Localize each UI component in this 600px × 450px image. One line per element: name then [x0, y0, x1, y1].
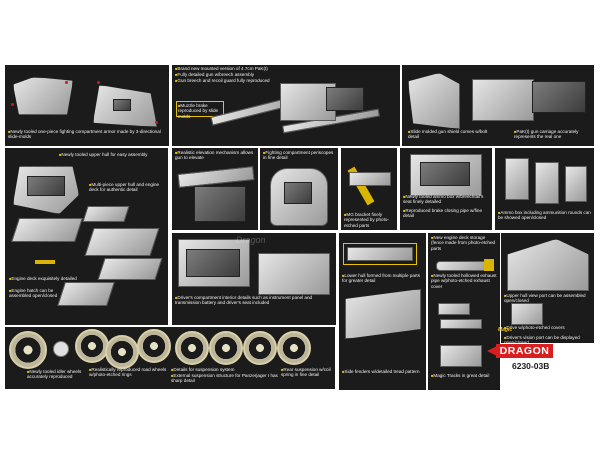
- caption: Ammo box including ammunition rounds can…: [498, 210, 592, 221]
- caption: Details for suspension system: [171, 367, 271, 372]
- panel-driver-compartment: Driver's compartment interior details su…: [172, 233, 336, 325]
- engine-deck-c: [84, 228, 160, 256]
- caption: Muzzle brake reproduced by slide molds: [178, 103, 222, 119]
- panel-elevation: Realistic elevation mechanism allows gun…: [172, 148, 258, 230]
- caption: Drive w/photo-etched covers: [504, 325, 592, 330]
- drive-cover: [511, 303, 543, 325]
- ammo-crate-c: [565, 166, 587, 202]
- wheel-hub: [53, 341, 69, 357]
- gun-carriage: [472, 79, 534, 121]
- caption: Newly tooled idler wheels accurately rep…: [27, 369, 91, 380]
- mg-bracket-base: [349, 172, 391, 186]
- ammo-crate-a: [505, 158, 529, 200]
- caption: Fully detailed gun w/breech assembly: [175, 72, 285, 77]
- view-port-hull: [507, 239, 589, 291]
- transmission-assembly: [258, 253, 330, 295]
- road-wheel: [175, 331, 209, 365]
- caption: Driver's vision port can be displayed op…: [504, 335, 592, 343]
- road-wheel: [209, 331, 243, 365]
- engine-deck-b: [82, 206, 130, 222]
- caption: New engine deck storage (fence made from…: [431, 235, 497, 251]
- red-marker: [155, 121, 158, 124]
- ammo-box-interior: [420, 162, 470, 186]
- panel-ammo-rounds: Ammo box including ammunition rounds can…: [495, 148, 594, 230]
- caption: Fighting compartment periscopes in fine …: [263, 150, 337, 161]
- gun-carriage-detail: [532, 81, 586, 113]
- elevation-gear: [177, 166, 255, 188]
- magic-tracks-logo: Magic: [498, 327, 513, 333]
- red-marker: [65, 81, 68, 84]
- caption: MG bracket finely represented by photo-e…: [344, 212, 396, 228]
- drive-part: [440, 319, 482, 329]
- product-code: 6230-03B: [512, 361, 550, 371]
- road-wheel: [137, 329, 171, 363]
- caption: PaK(t) gun carriage accurately represent…: [514, 129, 592, 140]
- caption: Upper hull view port can be assembled op…: [504, 293, 592, 304]
- lower-hull: [345, 289, 421, 339]
- road-wheel: [75, 329, 109, 363]
- caption: Multi-piece upper hull and engine deck f…: [89, 182, 165, 193]
- elevation-mount: [194, 186, 246, 222]
- periscope-glass: [284, 182, 312, 204]
- caption: Newly tooled one-piece fighting compartm…: [8, 129, 168, 140]
- road-wheel: [277, 331, 311, 365]
- feature-sheet: Newly tooled one-piece fighting compartm…: [4, 63, 596, 390]
- caption: Realistically reproduced road wheels w/p…: [89, 367, 171, 378]
- engine-deck-a: [11, 218, 83, 242]
- engine-deck-d: [97, 258, 163, 280]
- caption: External suspension structure for Panzer…: [171, 373, 281, 384]
- caption: Lower hull formed from multiple parts fo…: [342, 273, 424, 284]
- red-marker: [11, 103, 14, 106]
- panel-upper-hull: Newly tooled upper hull for easy assembl…: [5, 148, 168, 325]
- caption: Engine deck exquisitely detailed: [9, 276, 89, 281]
- drive-part: [438, 303, 470, 315]
- caption: Reproduced brake closing pipe w/fine det…: [403, 208, 489, 219]
- panel-gun-shield: Slide molded gun shield comes w/bolt det…: [402, 65, 594, 146]
- driver-compartment-detail: [186, 249, 240, 277]
- armor-vision-slot: [113, 99, 131, 111]
- caption: Gun breech and recoil guard fully reprod…: [175, 78, 295, 83]
- ammo-crate-b: [535, 162, 559, 204]
- caption: Magic Tracks in great detail: [431, 373, 497, 378]
- red-marker: [97, 81, 100, 84]
- caption: Engine hatch can be assembled open/close…: [9, 288, 67, 299]
- panel-view-port: Upper hull view port can be assembled op…: [501, 233, 594, 343]
- gun-shield: [408, 73, 460, 129]
- panel-mg-bracket: MG bracket finely represented by photo-e…: [341, 148, 397, 230]
- road-wheel: [243, 331, 277, 365]
- panel-pak-gun: Brand new mounted version of 4.7cm PaK(t…: [172, 65, 400, 146]
- road-wheel: [105, 335, 139, 369]
- storage-callout: [343, 243, 417, 265]
- panel-storage-fence: New engine deck storage (fence made from…: [428, 233, 500, 390]
- gun-breech-detail: [326, 87, 364, 111]
- panel-lower-hull: Lower hull formed from multiple parts fo…: [339, 233, 426, 390]
- caption: Newly tooled hollowed exhaust pipe w/pho…: [431, 273, 497, 289]
- caption: Newly tooled upper hull for easy assembl…: [59, 152, 165, 157]
- exhaust-cover: [484, 259, 494, 271]
- caption: Side fenders w/detailed tread pattern: [342, 369, 424, 374]
- caption: Brand new mounted version of 4.7cm PaK(t…: [175, 66, 295, 71]
- idler-wheel: [9, 331, 47, 369]
- caption: Driver's compartment interior details su…: [175, 295, 333, 306]
- panel-ammo-seat: Newly tooled ammo box w/breechtail's sea…: [400, 148, 492, 230]
- watermark: Dragon: [236, 235, 266, 245]
- highlight-bar: [35, 260, 55, 264]
- upper-hull-opening: [27, 176, 65, 196]
- dragon-logo: DRAGON: [496, 344, 553, 358]
- track-piece: [440, 345, 482, 367]
- exhaust-pipe: [436, 261, 490, 271]
- caption: Slide molded gun shield comes w/bolt det…: [408, 129, 488, 140]
- armor-plate-left: [13, 77, 73, 115]
- panel-periscopes: Fighting compartment periscopes in fine …: [260, 148, 338, 230]
- caption: Realistic elevation mechanism allows gun…: [175, 150, 255, 161]
- caption: Newly tooled ammo box w/breechtail's sea…: [403, 194, 489, 205]
- panel-wheels: Newly tooled idler wheels accurately rep…: [5, 327, 335, 389]
- engine-deck-storage: [347, 247, 413, 261]
- caption: Rear suspension w/coil spring in fine de…: [281, 367, 333, 378]
- panel-compartment-armor: Newly tooled one-piece fighting compartm…: [5, 65, 169, 146]
